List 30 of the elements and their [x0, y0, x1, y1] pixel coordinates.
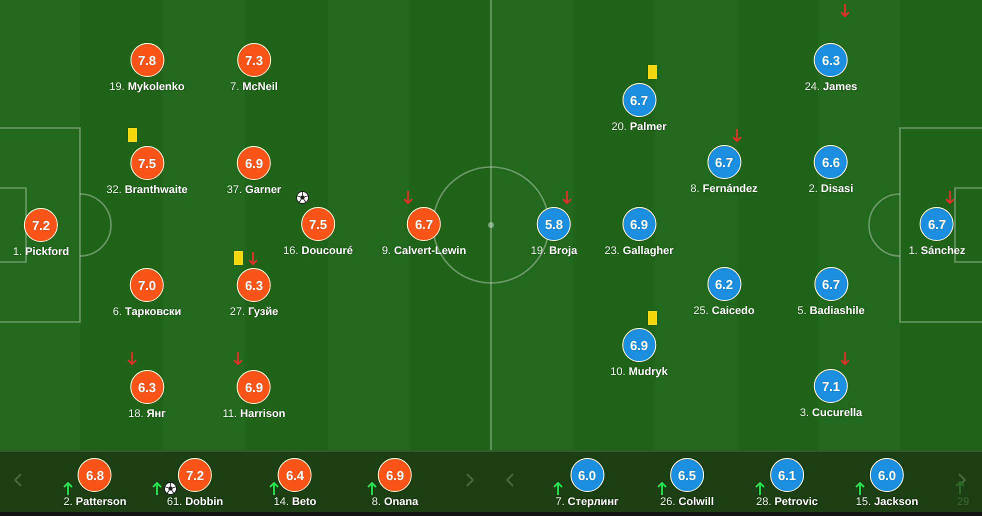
player-name: 7. Стерлинг	[555, 496, 619, 509]
player-name: 23. Gallagher	[604, 245, 674, 258]
player-name: 18. Янг	[128, 408, 166, 421]
player-name: 25. Caicedo	[693, 305, 755, 318]
player-name: 14. Beto	[274, 496, 316, 509]
player-name: 19. Broja	[530, 245, 578, 258]
player-name: 32. Branthwaite	[106, 184, 188, 197]
player-name: 20. Palmer	[611, 121, 667, 134]
player-name: 8. Onana	[372, 496, 418, 509]
player-name: 1. Pickford	[12, 246, 70, 259]
player-name: 27. Гузйе	[230, 306, 278, 319]
player-name: 5. Badiashile	[797, 305, 865, 318]
player-name: 2. Disasi	[808, 183, 854, 196]
player-name: 6. Тарковски	[112, 306, 182, 319]
player-name: 15. Jackson	[856, 496, 918, 509]
player-name: 16. Doucouré	[283, 245, 353, 258]
player-name: 1. Sánchez	[908, 245, 966, 258]
player-name: 10. Mudryk	[610, 366, 668, 379]
player-name: 3. Cucurella	[800, 407, 862, 420]
player-name: 37. Garner	[226, 184, 282, 197]
player-name: 9. Calvert-Lewin	[382, 245, 466, 258]
player-name: 28. Petrovic	[756, 496, 818, 509]
player-name: 11. Harrison	[222, 408, 286, 421]
player-name: 2. Patterson	[64, 496, 126, 509]
player-name: 26. Colwill	[660, 496, 714, 509]
player-name: 19. Mykolenko	[109, 81, 185, 94]
player-name: 7. McNeil	[230, 81, 278, 94]
player-name: 24. James	[804, 81, 858, 94]
player-name: 8. Fernández	[690, 183, 758, 196]
player-name: 61. Dobbin	[166, 496, 224, 509]
